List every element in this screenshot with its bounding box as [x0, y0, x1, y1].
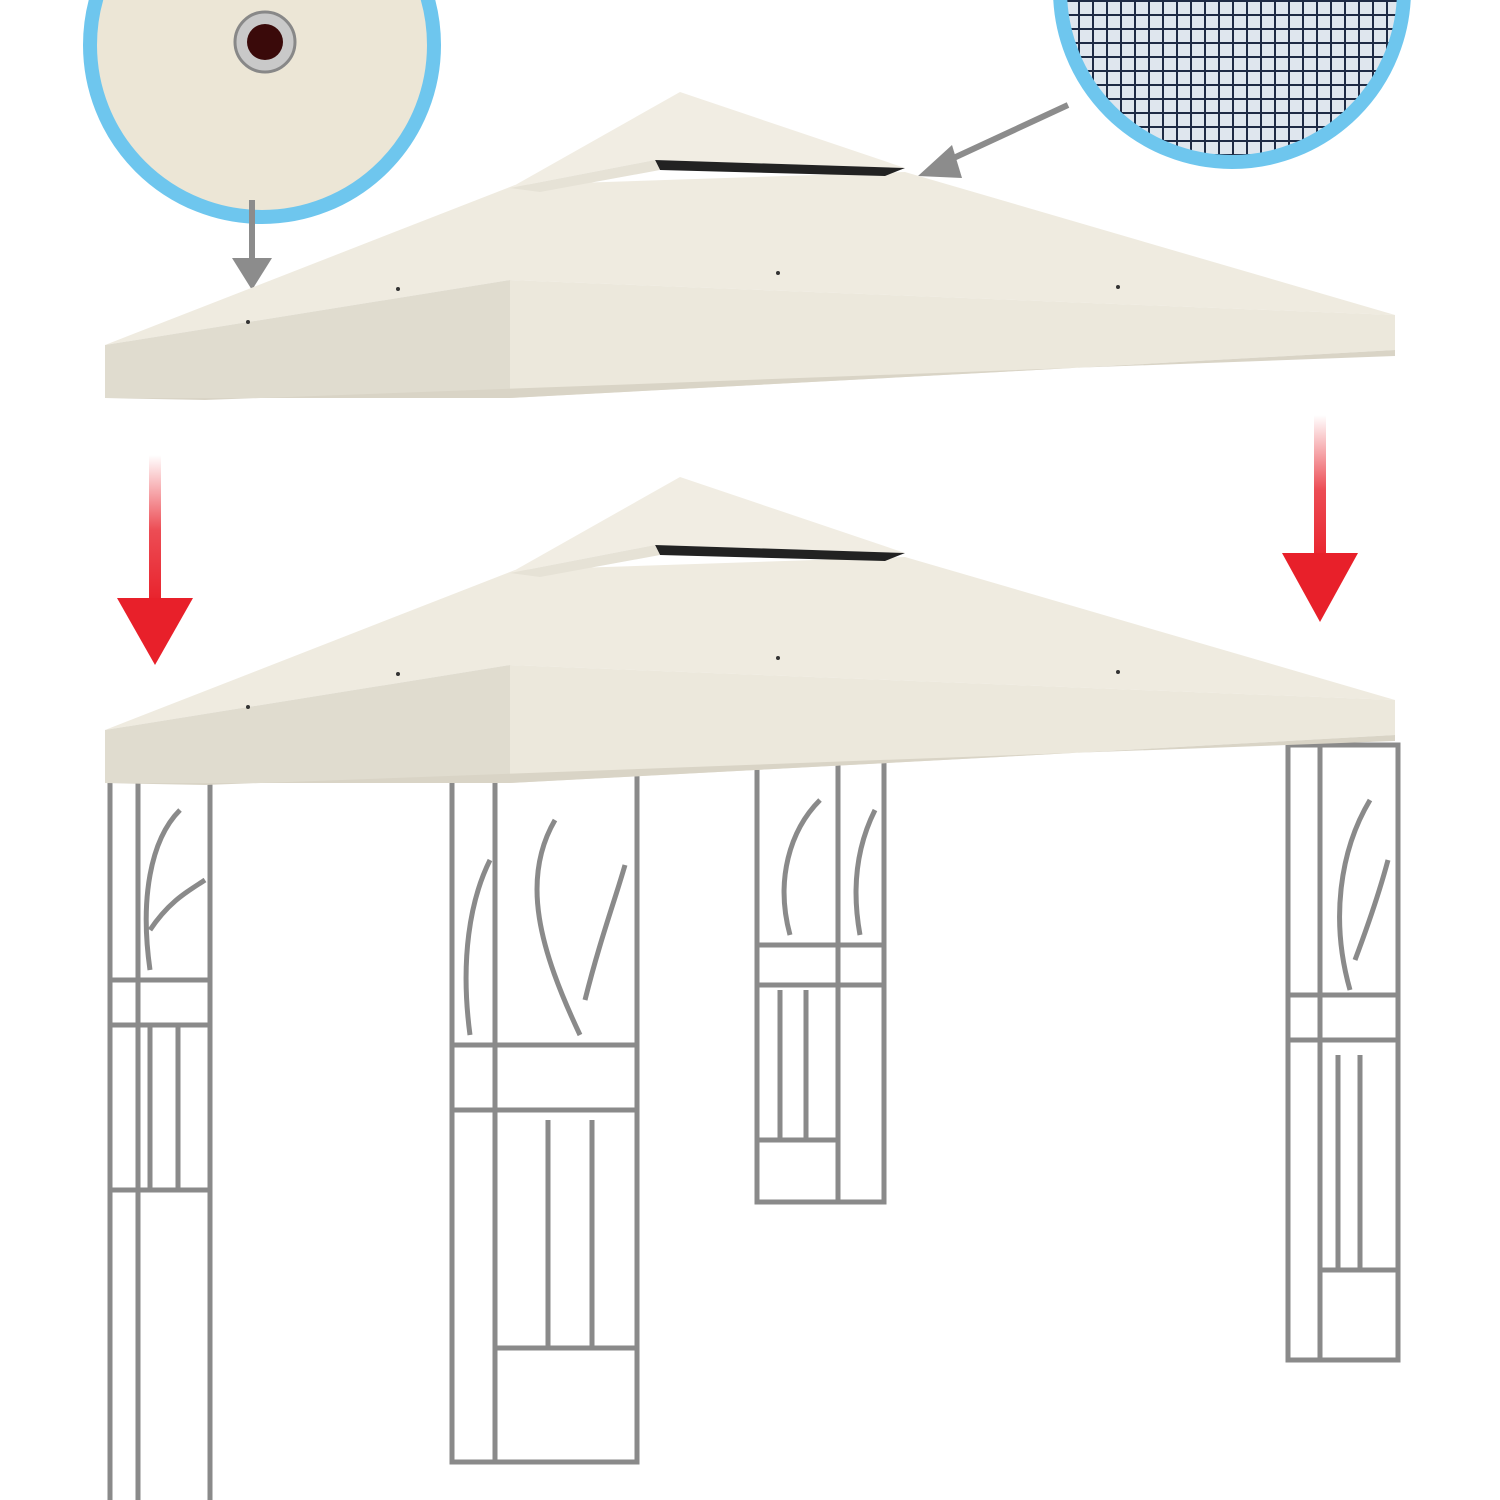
leg-back-middle — [754, 737, 887, 1205]
leg-front-left — [107, 767, 213, 1500]
callout-arrow-icon — [232, 102, 1070, 290]
mesh-vent-detail-inset — [1053, 0, 1411, 169]
leg-front-middle — [449, 737, 640, 1465]
canopy-installed — [105, 477, 1395, 785]
gazebo-frame — [107, 737, 1401, 1500]
grommet-detail-inset — [83, 0, 441, 224]
arrow-down-icon — [117, 415, 1358, 665]
leg-back-right — [1285, 742, 1401, 1363]
